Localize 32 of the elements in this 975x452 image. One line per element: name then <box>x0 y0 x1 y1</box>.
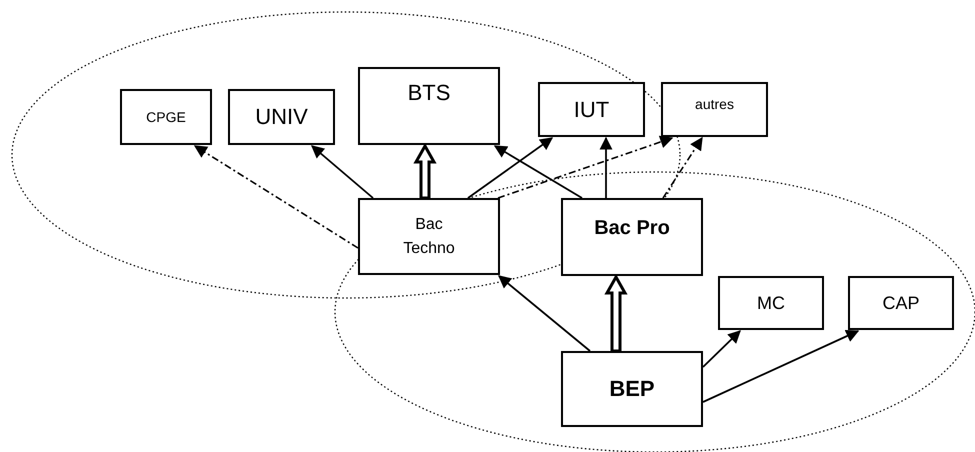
process-box <box>228 89 335 145</box>
process-box <box>561 351 703 427</box>
box-label: UNIV <box>255 103 308 132</box>
box-label: autres <box>695 95 734 114</box>
arrow <box>498 275 591 352</box>
hollow-arrow <box>604 274 628 352</box>
process-box <box>358 198 500 275</box>
hollow-arrow <box>413 142 437 200</box>
process-box <box>848 276 954 330</box>
box-label: Bac Techno <box>402 215 456 258</box>
arrow <box>600 136 612 198</box>
box-label: CAP <box>882 292 920 315</box>
dashed-arrow <box>498 136 674 199</box>
box-label: CPGE <box>146 108 186 127</box>
arrow <box>702 330 741 368</box>
box-label: Bac Pro <box>594 216 670 241</box>
process-box <box>358 67 500 145</box>
process-box <box>661 82 768 137</box>
dashed-arrow <box>194 145 358 249</box>
process-box <box>120 89 212 145</box>
box-label: IUT <box>574 96 610 124</box>
arrow <box>311 145 374 199</box>
arrow <box>494 145 582 199</box>
dashed-arrow <box>662 136 703 198</box>
box-label: MC <box>757 292 785 315</box>
arrow <box>702 330 860 403</box>
arrow <box>467 137 554 199</box>
box-label: BTS <box>408 79 450 107</box>
process-box <box>538 82 645 137</box>
box-label: BEP <box>609 375 655 404</box>
process-box <box>561 198 703 276</box>
process-box <box>718 276 824 330</box>
